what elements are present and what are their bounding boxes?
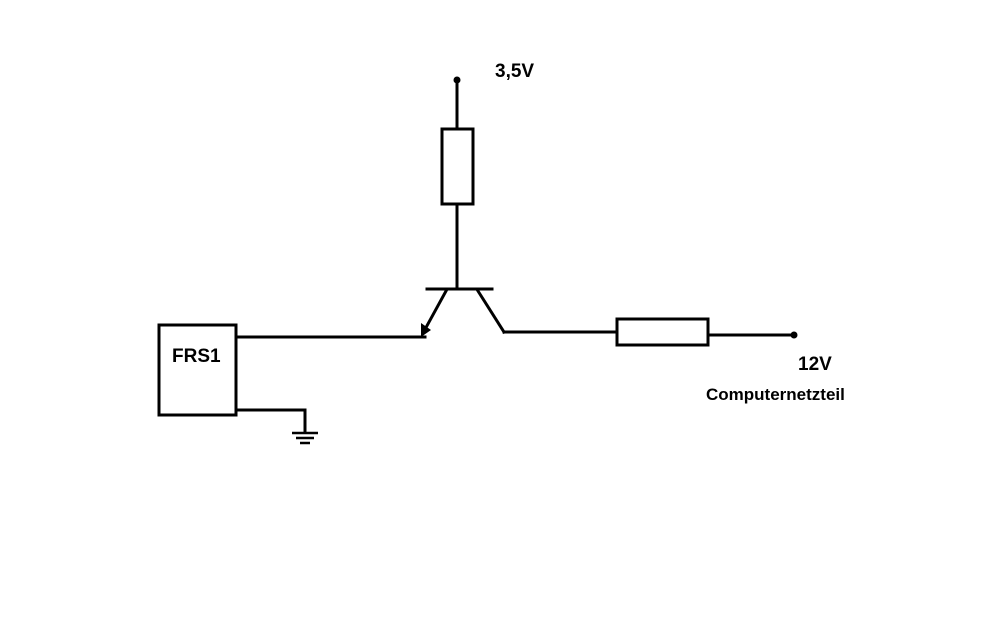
- transistor-emitter-leg: [420, 288, 449, 336]
- ground-symbol-icon: [292, 431, 318, 445]
- power-source-label: Computernetzteil: [706, 385, 845, 404]
- emitter-arrow-icon: [421, 323, 431, 337]
- sensor-box: [157, 323, 238, 417]
- right-voltage-label: 12V: [798, 354, 832, 375]
- transistor-collector-leg: [475, 288, 507, 335]
- right-supply-terminal: [790, 331, 798, 339]
- top-voltage-label: 3,5V: [495, 61, 535, 82]
- right-resistor: [615, 317, 710, 347]
- top-resistor: [440, 127, 475, 206]
- sensor-label: FRS1: [172, 346, 221, 367]
